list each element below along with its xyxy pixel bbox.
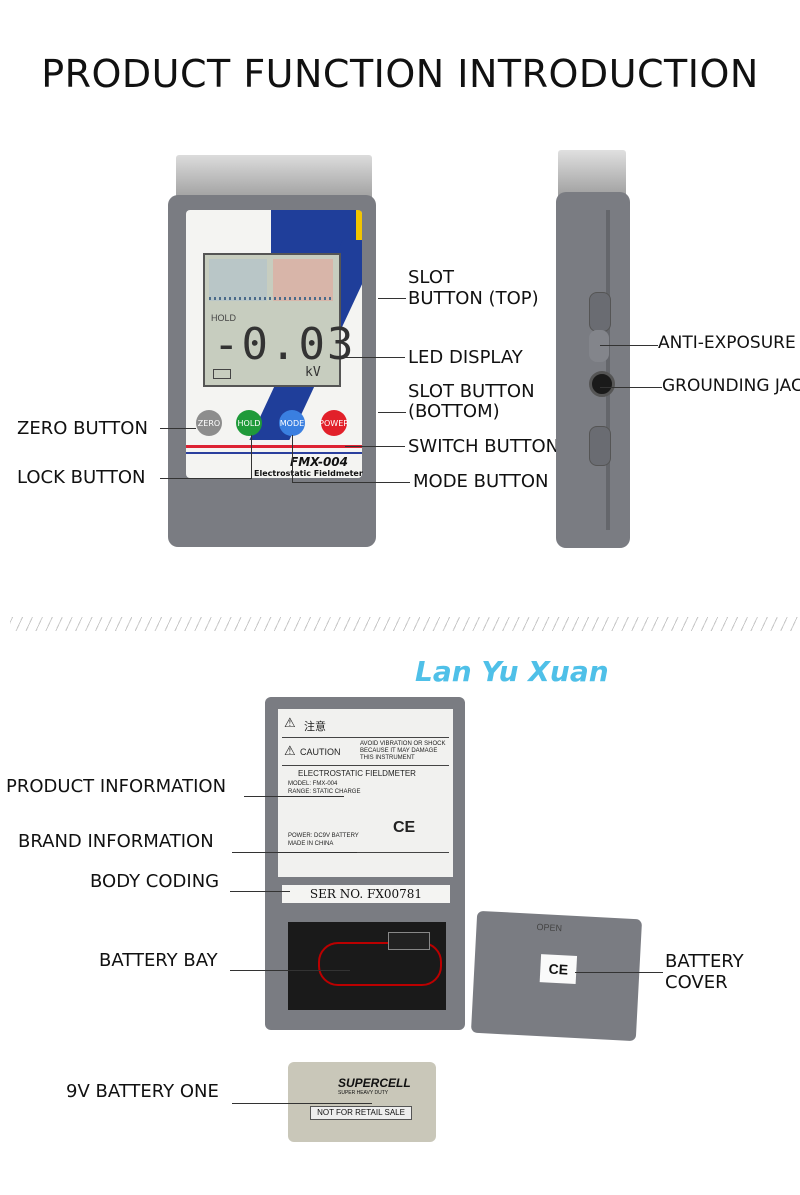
label-brand-information: BRAND INFORMATION xyxy=(18,831,214,852)
serial-plate: SER NO. FX00781 xyxy=(282,885,450,903)
brand-watermark: Lan Yu Xuan xyxy=(415,655,609,688)
label-slot-top-2: BUTTON (TOP) xyxy=(408,288,539,309)
cover-ce-label: CE xyxy=(539,954,578,985)
model-label: FMX-004 xyxy=(290,455,348,469)
label-body-coding: BODY CODING xyxy=(90,871,220,892)
section-divider xyxy=(10,617,800,631)
label-zero-button: ZERO BUTTON xyxy=(17,418,148,439)
lcd-display: HOLD -0.03 kV xyxy=(203,253,353,387)
label-product-information: PRODUCT INFORMATION xyxy=(6,776,227,797)
label-slot-top-1: SLOT xyxy=(408,267,454,288)
grounding-jack[interactable] xyxy=(589,371,615,397)
slot-button-bottom-side[interactable] xyxy=(589,426,611,466)
lcd-value: -0.03 xyxy=(213,319,356,370)
label-lock-button: LOCK BUTTON xyxy=(17,467,146,488)
slot-button-top-side[interactable] xyxy=(589,292,611,332)
battery-9v: SUPERCELL SUPER HEAVY DUTY NOT FOR RETAI… xyxy=(288,1062,436,1142)
mode-button[interactable]: MODE xyxy=(279,410,305,436)
label-battery-cover-1: BATTERY xyxy=(665,951,744,972)
warning-icon: ⚠ xyxy=(284,715,296,730)
label-slot-bottom-1: SLOT BUTTON xyxy=(408,381,535,402)
lcd-hold-indicator: HOLD xyxy=(211,313,237,323)
device-front: HOLD -0.03 kV ZERO HOLD MODE POWER FMX-0… xyxy=(168,155,383,550)
label-switch-button: SWITCH BUTTON xyxy=(408,436,560,457)
page-title: PRODUCT FUNCTION INTRODUCTION xyxy=(41,52,759,96)
model-subtitle: Electrostatic Fieldmeter xyxy=(254,469,363,478)
device-side xyxy=(556,150,631,550)
battery-bay xyxy=(288,922,446,1010)
label-slot-bottom-2: (BOTTOM) xyxy=(408,401,500,422)
lcd-unit: kV xyxy=(305,365,321,380)
device-back: ⚠ 注意 ⚠ CAUTION AVOID VIBRATION OR SHOCK … xyxy=(260,697,470,1030)
anti-exposure-slot xyxy=(589,330,609,362)
ce-mark: CE xyxy=(393,819,416,836)
zero-button[interactable]: ZERO xyxy=(196,410,222,436)
label-mode-button: MODE BUTTON xyxy=(413,471,549,492)
hold-button[interactable]: HOLD xyxy=(236,410,262,436)
label-grounding-jack: GROUNDING JACK xyxy=(662,376,800,396)
label-battery-one: 9V BATTERY ONE xyxy=(66,1081,219,1102)
label-led-display: LED DISPLAY xyxy=(408,347,523,368)
power-button[interactable]: POWER xyxy=(319,410,349,436)
battery-icon xyxy=(213,369,231,379)
battery-cover[interactable]: OPEN CE xyxy=(470,910,643,1042)
label-battery-cover-2: COVER xyxy=(665,972,728,993)
product-info-sticker: ⚠ 注意 ⚠ CAUTION AVOID VIBRATION OR SHOCK … xyxy=(278,709,453,877)
label-battery-bay: BATTERY BAY xyxy=(99,950,218,971)
label-anti-exposure: ANTI-EXPOSURE xyxy=(658,333,796,353)
